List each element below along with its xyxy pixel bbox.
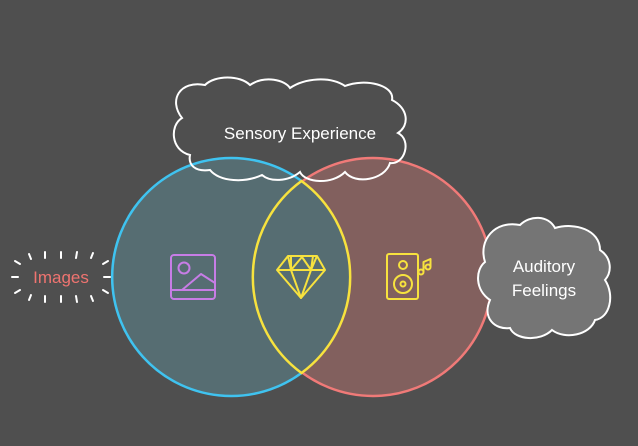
intersection-lens <box>251 179 352 375</box>
auditory-cloud <box>477 216 612 339</box>
images-rays <box>11 251 111 303</box>
title-cloud <box>172 76 407 182</box>
speaker-music-icon <box>386 253 432 300</box>
left-set-outline <box>110 156 303 398</box>
auditory-label-line2: Feelings <box>512 281 576 300</box>
auditory-label-line1: Auditory <box>513 257 576 276</box>
diamond-icon <box>276 255 326 299</box>
title-label: Sensory Experience <box>224 124 376 143</box>
left-set-circle <box>111 158 349 396</box>
image-icon <box>170 254 216 300</box>
images-label: Images <box>33 268 89 287</box>
